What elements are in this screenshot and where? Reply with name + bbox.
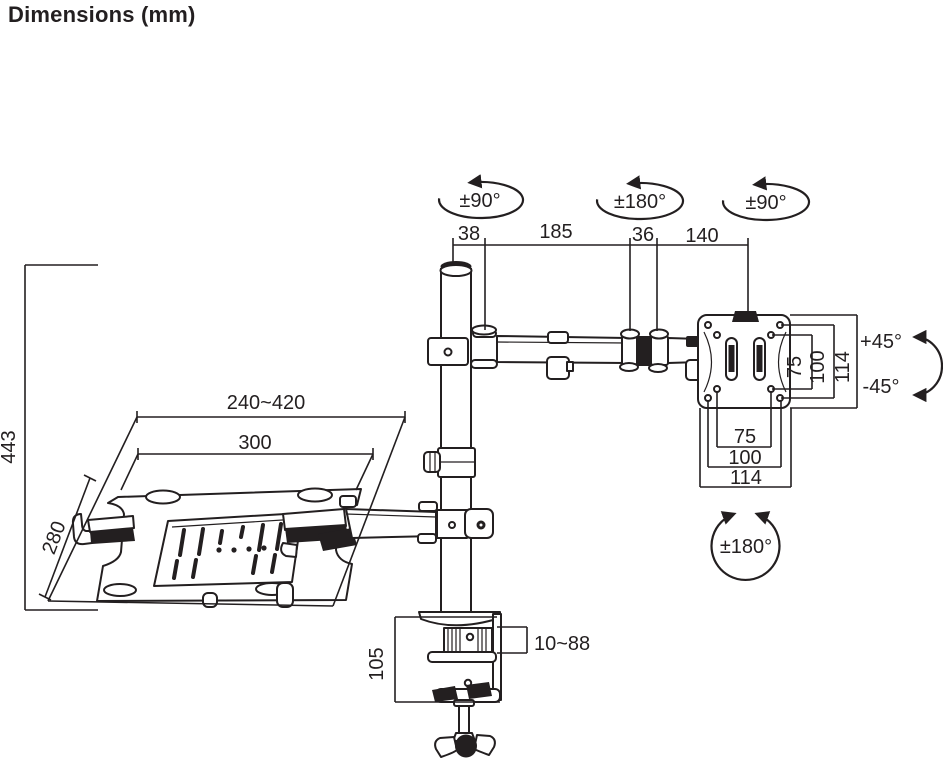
page-title: Dimensions (mm) (8, 2, 196, 27)
rotation-symbols (437, 174, 943, 582)
pole-collar (423, 447, 476, 478)
vesa-v-114-label: 114 (832, 351, 854, 383)
elbow-hinge (619, 328, 669, 373)
vesa-h-75-label: 75 (734, 426, 756, 448)
dim-105-label: 105 (366, 647, 388, 680)
rotate-arrow-vesa-swivel (710, 511, 781, 582)
laptop-tray (71, 487, 362, 608)
dim-10-88-label: 10~88 (534, 633, 590, 655)
dim-443-label: 443 (0, 430, 20, 463)
pole (439, 261, 473, 613)
rotation-vesa-swivel-label: ±180° (720, 536, 772, 558)
dim-36-label: 36 (632, 224, 654, 246)
vesa-v-75-label: 75 (784, 356, 806, 378)
rotate-arrow-elbow (595, 175, 685, 221)
dim-38-label: 38 (458, 223, 480, 245)
vesa-plate (697, 311, 791, 409)
vesa-h-100-label: 100 (728, 447, 761, 469)
rotation-pole-label: ±90° (459, 190, 500, 212)
dim-140-label: 140 (685, 225, 718, 247)
dim-300-label: 300 (238, 432, 271, 454)
rotation-elbow-label: ±180° (614, 191, 666, 213)
dim-185-label: 185 (539, 221, 572, 243)
vent-slots (172, 522, 283, 580)
dimension-labels: 38 185 36 140 ±90° ±180° ±90° ±180° 443 … (0, 190, 902, 681)
vesa-v-100-label: 100 (807, 350, 829, 383)
rotate-arrow-vesa-joint (721, 176, 811, 222)
tray-arm (318, 495, 494, 551)
desk-clamp (418, 611, 502, 758)
vesa-h-114-label: 114 (730, 467, 762, 489)
rotation-vesa-joint-label: ±90° (745, 192, 786, 214)
dim-240-420-label: 240~420 (227, 392, 305, 414)
clamp-pad-hatch (447, 628, 487, 652)
rotate-arrow-pole (437, 174, 525, 220)
dim-280-label: 280 (38, 518, 70, 557)
clamp-wing-knob (434, 732, 496, 758)
dimension-lines (24, 238, 858, 703)
desk-mount-structure (71, 261, 791, 758)
tilt-up-label: +45° (860, 331, 902, 353)
tilt-arrow (912, 329, 943, 403)
tilt-down-label: -45° (863, 376, 900, 398)
